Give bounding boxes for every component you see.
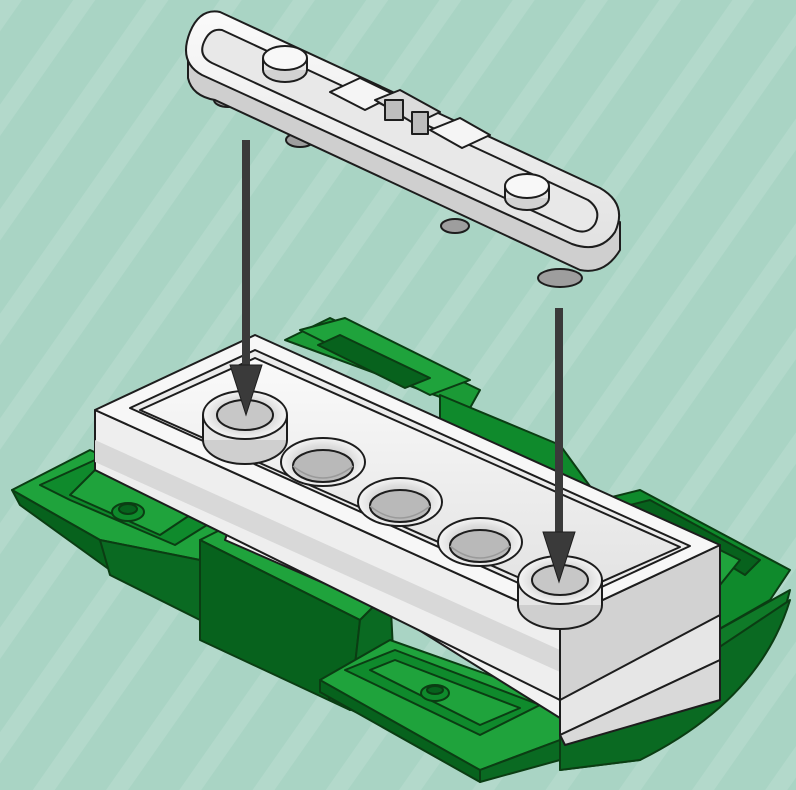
stud-hole-3: [358, 478, 442, 526]
beam-stud-left: [263, 46, 307, 82]
stud-hole-2: [281, 438, 365, 486]
beam-stud-right: [505, 174, 549, 210]
stud-hole-4: [438, 518, 522, 566]
